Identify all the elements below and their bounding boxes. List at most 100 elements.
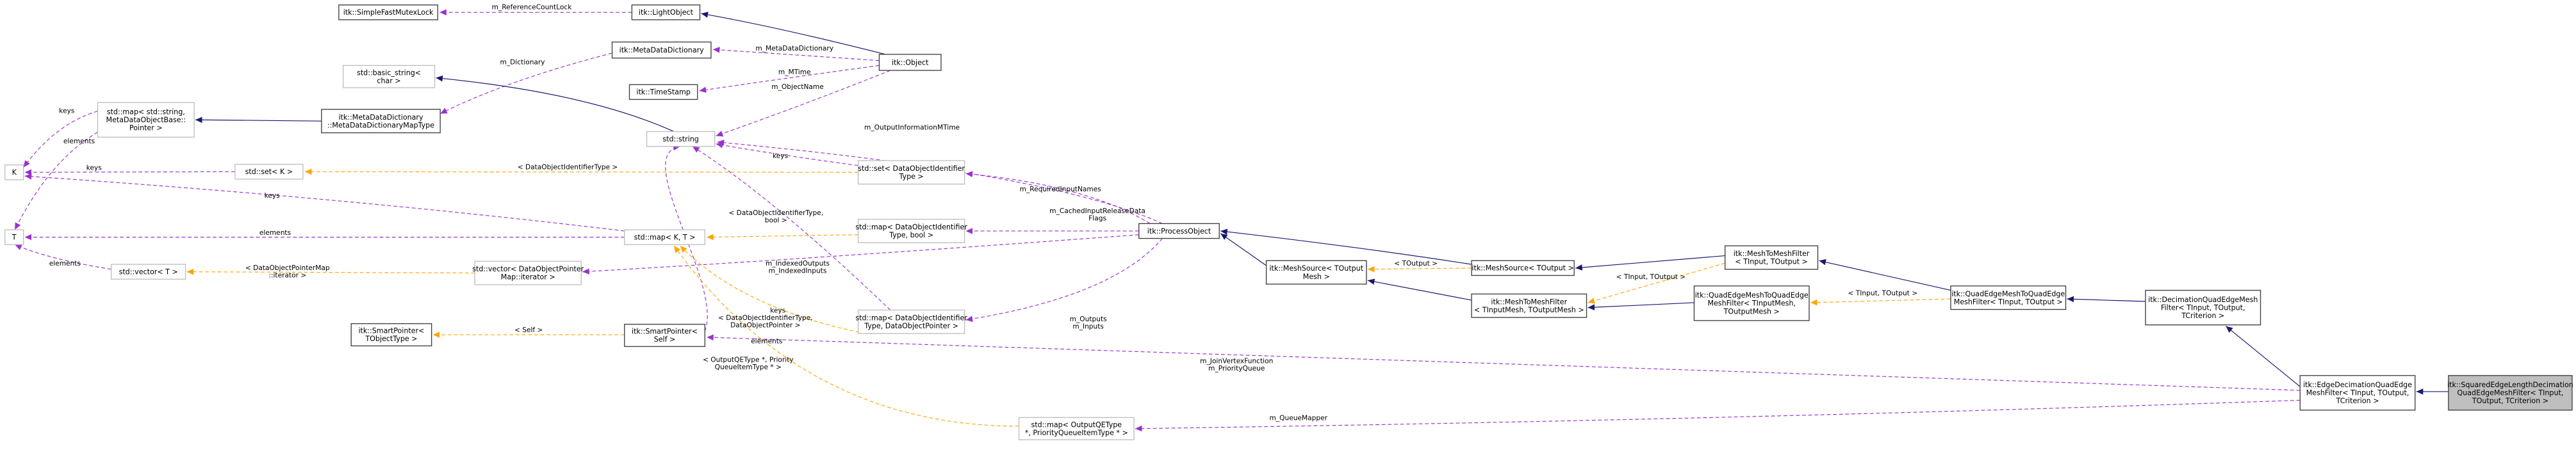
- node-k[interactable]: K: [4, 164, 24, 180]
- node-box: [857, 309, 965, 334]
- edge-label-line: < TOutput >: [1394, 259, 1438, 267]
- node-label-line: Mesh >: [1303, 273, 1330, 281]
- node-smart-pointer-tobj[interactable]: itk::SmartPointer<TObjectType >: [350, 323, 432, 347]
- node-label-line: Type, bool >: [889, 231, 933, 239]
- node-basic-string[interactable]: std::basic_string<char >: [342, 65, 436, 88]
- edge-process-to-output-info-label: m_OutputInformationMTime: [864, 124, 960, 132]
- node-map-string-meta[interactable]: std::map< std::string,MetaDataObjectBase…: [97, 102, 195, 138]
- edge-mesh-source-to-process: [1220, 228, 1472, 265]
- edge-map-id-dop-keys: [692, 146, 891, 310]
- edge-label-line: < DataObjectIdentifierType,: [718, 314, 813, 322]
- edge-label-line: m_MetaDataDictionary: [755, 44, 833, 52]
- node-box: [631, 4, 701, 20]
- edge-label-line: elements: [49, 259, 81, 267]
- edge-object-to-meta-dictionary-label: m_MetaDataDictionary: [755, 44, 833, 52]
- node-label-line: T: [12, 233, 17, 241]
- edge-object-to-timestamp: [699, 65, 880, 93]
- node-box: [4, 164, 24, 180]
- node-label-line: K: [12, 168, 17, 177]
- node-set-dataobj-id[interactable]: std::set< DataObjectIdentifierType >: [857, 160, 965, 185]
- edge-set-dataobj-to-set-k-label: < DataObjectIdentifierType >: [518, 163, 618, 171]
- edge-label-line: m_ReferenceCountLock: [492, 3, 573, 11]
- node-label-line: itk::SmartPointer<: [632, 328, 698, 336]
- node-box: [624, 324, 705, 347]
- edge-edge-decimation-to-decimation: [2226, 326, 2301, 387]
- node-label-line: itk::MetaDataDictionary: [619, 46, 705, 54]
- edge-mesh-source-toutput-to-process: [1220, 233, 1267, 266]
- edge-mesh-to-mesh-tm-template-label: < TInput, TOutput >: [1616, 273, 1686, 281]
- edge-set-k-keys-label: keys: [86, 163, 103, 172]
- node-label-line: std::basic_string<: [357, 68, 421, 77]
- node-label-line: itk::MeshToMeshFilter: [1734, 250, 1810, 258]
- node-box: [628, 84, 698, 100]
- edge-map-k-t-keys-label: keys: [265, 191, 281, 200]
- edge-qe-to-mesh-to-mesh: [1819, 259, 1951, 291]
- edge-object-to-timestamp-label: m_MTime: [778, 68, 811, 76]
- edge-label-line: m_Inputs: [1072, 322, 1104, 330]
- edge-map-output-to-map-k-t-label: < OutputQEType *, PriorityQueueItemType …: [703, 356, 794, 372]
- node-set-k[interactable]: std::set< K >: [234, 164, 304, 180]
- node-light-object[interactable]: itk::LightObject: [631, 4, 701, 20]
- edge-mesh-source-to-toutput: [1367, 266, 1472, 273]
- node-process-object[interactable]: itk::ProcessObject: [1138, 223, 1220, 239]
- edge-mesh-source-to-toutput-label: < TOutput >: [1394, 259, 1438, 267]
- edge-label-line: ::iterator >: [268, 271, 306, 279]
- node-std-string[interactable]: std::string: [646, 131, 716, 147]
- node-vector-dop[interactable]: std::vector< DataObjectPointerMap::itera…: [472, 260, 584, 285]
- node-map-output-qe[interactable]: std::map< OutputQEType*, PriorityQueueIt…: [1018, 417, 1135, 440]
- node-map-id-bool[interactable]: std::map< DataObjectIdentifierType, bool…: [855, 218, 967, 243]
- edge-process-to-required-inputs-label: m_RequiredInputNames: [1020, 185, 1102, 193]
- edge-label-line: < DataObjectIdentifierType >: [518, 163, 618, 171]
- node-meta-dict-map-type[interactable]: itk::MetaDataDictionary::MetaDataDiction…: [321, 109, 441, 134]
- node-vector-t[interactable]: std::vector< T >: [111, 264, 186, 280]
- node-meta-data-dictionary[interactable]: itk::MetaDataDictionary: [611, 41, 712, 59]
- edge-label-line: elements: [751, 337, 783, 346]
- edge-smart-self-elements: [665, 144, 708, 331]
- node-map-id-dop[interactable]: std::map< DataObjectIdentifierType, Data…: [855, 309, 967, 334]
- edge-label-line: keys: [265, 191, 281, 200]
- node-label-line: std::string: [662, 135, 698, 143]
- edge-map-string-elements-label: elements: [63, 137, 95, 145]
- node-map-k-t[interactable]: std::map< K, T >: [624, 229, 705, 245]
- node-t[interactable]: T: [4, 229, 24, 245]
- node-mesh-source[interactable]: itk::MeshSource< TOutput >: [1471, 260, 1575, 276]
- diagram-content: m_ReferenceCountLock m_MetaDataDictionary…: [4, 3, 2573, 440]
- node-mesh-to-mesh-filter[interactable]: itk::MeshToMeshFilter< TInput, TOutput >: [1725, 245, 1819, 270]
- node-smart-pointer-self[interactable]: itk::SmartPointer<Self >: [624, 324, 705, 347]
- edge-label-line: keys: [59, 107, 75, 115]
- edge-map-string-keys: [23, 111, 98, 168]
- node-mesh-to-mesh-filter-tm[interactable]: itk::MeshToMeshFilter< TInputMesh, TOutp…: [1471, 293, 1587, 318]
- edge-map-id-bool-to-map-k-t: [707, 234, 858, 241]
- node-box: [1265, 260, 1367, 285]
- node-label-line: itk::TimeStamp: [636, 88, 690, 97]
- edge-edge-decimation-to-smart-self: [707, 334, 2301, 391]
- edge-map-id-bool-to-map-k-t-label: < DataObjectIdentifierType,bool >: [728, 209, 823, 225]
- node-label-line: Type >: [898, 172, 923, 180]
- edge-label-line: DataObjectPointer >: [730, 321, 800, 330]
- node-label-line: Map::iterator >: [501, 273, 555, 282]
- node-object[interactable]: itk::Object: [878, 54, 942, 71]
- node-time-stamp[interactable]: itk::TimeStamp: [628, 84, 698, 100]
- edge-process-to-map-id-dop: [965, 238, 1163, 323]
- node-box: [4, 229, 24, 245]
- node-box: [624, 229, 705, 245]
- edge-label-line: < DataObjectPointerMap: [245, 264, 330, 272]
- node-box: [1471, 260, 1575, 276]
- edge-map-string-keys-label: keys: [59, 107, 75, 115]
- node-label-line: char >: [377, 77, 400, 85]
- edge-map-k-t-elements-label: elements: [259, 228, 291, 237]
- edge-process-to-output-info: [717, 140, 1163, 224]
- edge-process-to-required-inputs: [965, 171, 1151, 224]
- edge-object-to-light-object: [701, 12, 886, 55]
- node-box: [2448, 375, 2573, 411]
- node-box: [350, 323, 432, 347]
- edge-map-id-dop-keys-label: keys: [770, 306, 786, 314]
- node-simple-fast-mutex-lock[interactable]: itk::SimpleFastMutexLock: [338, 4, 438, 20]
- edge-meta-dict-map-to-dictionary: [439, 52, 612, 115]
- node-mesh-source-toutput[interactable]: itk::MeshSource< TOutputMesh >: [1265, 260, 1367, 285]
